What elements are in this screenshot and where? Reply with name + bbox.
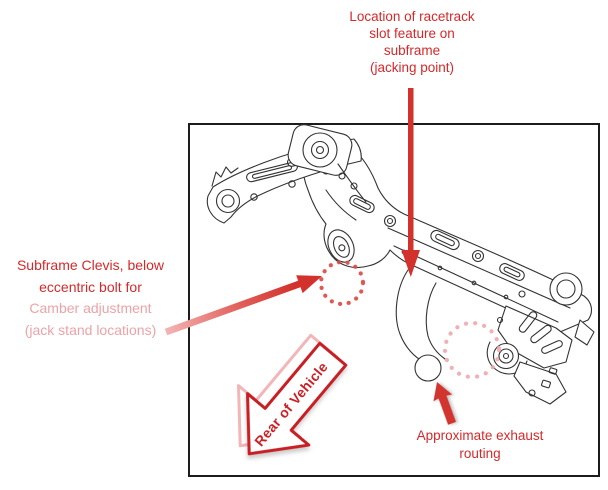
left-arm-bracket-teeth bbox=[211, 166, 239, 187]
subframe-clevis-label-line: eccentric bolt for bbox=[39, 278, 142, 295]
crossmember-hole-inner bbox=[474, 252, 482, 260]
bracket-hole bbox=[528, 389, 536, 397]
subframe-clevis-label-line: Subframe Clevis, below bbox=[16, 257, 165, 273]
crossmember-hole bbox=[471, 249, 485, 263]
racetrack-slot-inner bbox=[503, 266, 521, 278]
top-bushing-outer bbox=[302, 132, 338, 168]
subframe-clevis-label-line: Camber adjustment bbox=[29, 300, 152, 316]
exhaust-curve-left bbox=[395, 269, 425, 363]
clevis-arrow bbox=[164, 275, 322, 336]
subframe-clevis-label: Subframe Clevis, below eccentric bolt fo… bbox=[0, 255, 181, 341]
knuckle-claw-slot bbox=[530, 324, 552, 344]
clevis-arrow-head bbox=[296, 275, 322, 294]
top-bushing-hole bbox=[315, 145, 325, 155]
rear-arrow-outline bbox=[246, 341, 348, 456]
front-face-dot bbox=[503, 294, 509, 300]
right-bushing-outer bbox=[549, 272, 583, 306]
subframe-line-drawing bbox=[206, 124, 595, 405]
crossmember-crease bbox=[387, 227, 571, 309]
racetrack-slot bbox=[349, 194, 375, 214]
clevis-dotted-circle bbox=[318, 259, 366, 307]
exhaust-curve-right bbox=[425, 282, 446, 360]
left-arm-hole bbox=[250, 193, 258, 201]
bracket-slot bbox=[540, 379, 552, 389]
left-arm-eye-bushing bbox=[215, 188, 241, 214]
exhaust-routing-curve bbox=[395, 269, 446, 382]
jacking-point-arrow-shaft bbox=[408, 88, 414, 252]
lower-right-bracket bbox=[513, 361, 567, 405]
jacking-point-label-line: (jacking point) bbox=[369, 60, 455, 75]
exhaust-routing-label-line: routing bbox=[459, 446, 501, 461]
jacking-point-label-line: slot feature on bbox=[369, 26, 455, 41]
right-edge-nub bbox=[574, 319, 595, 346]
jacking-point-label-line: subframe bbox=[383, 43, 441, 58]
exhaust-arrow bbox=[433, 382, 456, 425]
bracket-slot bbox=[548, 367, 558, 375]
clevis-teardrop-inner bbox=[332, 235, 350, 258]
exhaust-pipe-end bbox=[414, 354, 442, 382]
jacking-point-arrow bbox=[401, 88, 420, 277]
rear-of-vehicle-arrow: Rear of Vehicle bbox=[237, 333, 348, 456]
clevis-arrow-shaft bbox=[164, 279, 304, 336]
lower-clevis-bushing-ring bbox=[498, 348, 514, 364]
racetrack-slot-inner bbox=[435, 233, 455, 247]
racetrack-slot bbox=[499, 263, 525, 281]
racetrack-slot-inner bbox=[353, 198, 371, 210]
subframe-clevis-label-line: (jack stand locations) bbox=[24, 321, 157, 338]
racetrack-slot bbox=[430, 229, 460, 251]
exhaust-routing-label-line: Approximate exhaust bbox=[416, 428, 544, 443]
left-arm-hole bbox=[288, 180, 296, 188]
right-plate-hole bbox=[518, 290, 526, 298]
left-arm-slot-inner bbox=[251, 165, 293, 179]
right-bushing-ring bbox=[556, 279, 576, 299]
knuckle-claw-slot bbox=[541, 340, 563, 354]
eccentric-bolt-dotted-circle bbox=[442, 320, 502, 380]
jacking-point-arrow-head bbox=[401, 250, 420, 277]
gusset-crease bbox=[325, 189, 357, 221]
lower-clevis-bushing-hole bbox=[502, 352, 510, 360]
left-arm-eye-bushing-inner bbox=[221, 194, 235, 208]
gusset-hole bbox=[338, 172, 346, 180]
gusset-hole bbox=[350, 182, 358, 190]
jacking-point-label-line: Location of racetrack bbox=[349, 9, 475, 24]
front-face-dot bbox=[471, 280, 477, 286]
jacking-point-label: Location of racetrack slot feature on su… bbox=[322, 8, 502, 76]
right-plate-hole bbox=[496, 316, 504, 324]
clevis-teardrop-hole bbox=[338, 244, 346, 252]
knuckle-claw-slot bbox=[518, 311, 538, 333]
crossmember-hole bbox=[383, 214, 397, 228]
top-bushing-ring bbox=[310, 140, 330, 160]
front-face-dot bbox=[437, 265, 443, 271]
crossmember-hole-inner bbox=[386, 217, 394, 225]
exhaust-routing-label: Approximate exhaust routing bbox=[394, 427, 566, 463]
